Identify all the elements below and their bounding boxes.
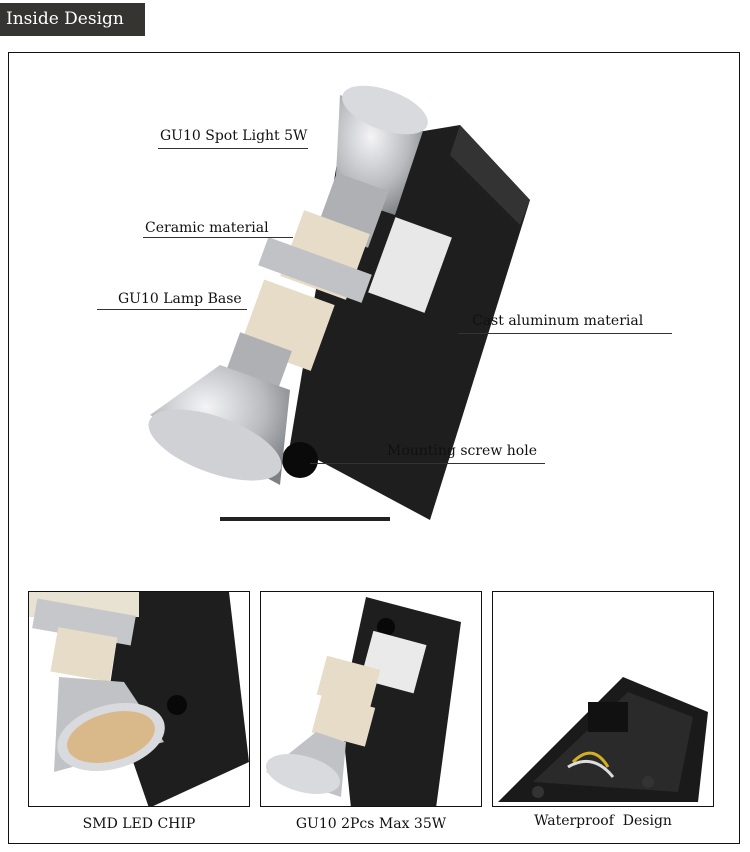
main-frame xyxy=(8,52,740,844)
callout-line xyxy=(143,237,293,238)
caption-led-chip: SMD LED CHIP xyxy=(82,816,196,832)
callout-line xyxy=(158,148,308,149)
product-photo-main xyxy=(148,85,530,521)
section-title: Inside Design xyxy=(0,3,145,36)
callout-screw-hole: Mounting screw hole xyxy=(387,443,537,459)
gallery-image-waterproof xyxy=(492,591,714,807)
callout-line xyxy=(97,309,247,310)
gallery-image-gu10 xyxy=(260,591,482,807)
caption-waterproof: Waterproof Design xyxy=(534,813,672,829)
callout-line xyxy=(458,333,672,334)
callout-ceramic: Ceramic material xyxy=(145,220,269,236)
caption-gu10: GU10 2Pcs Max 35W xyxy=(295,816,447,832)
gallery-image-led-chip xyxy=(28,591,250,807)
callout-line xyxy=(310,463,545,464)
callout-cast-aluminum: Cast aluminum material xyxy=(472,313,644,329)
callout-lamp-base: GU10 Lamp Base xyxy=(118,291,242,307)
callout-spot-light: GU10 Spot Light 5W xyxy=(160,128,308,144)
